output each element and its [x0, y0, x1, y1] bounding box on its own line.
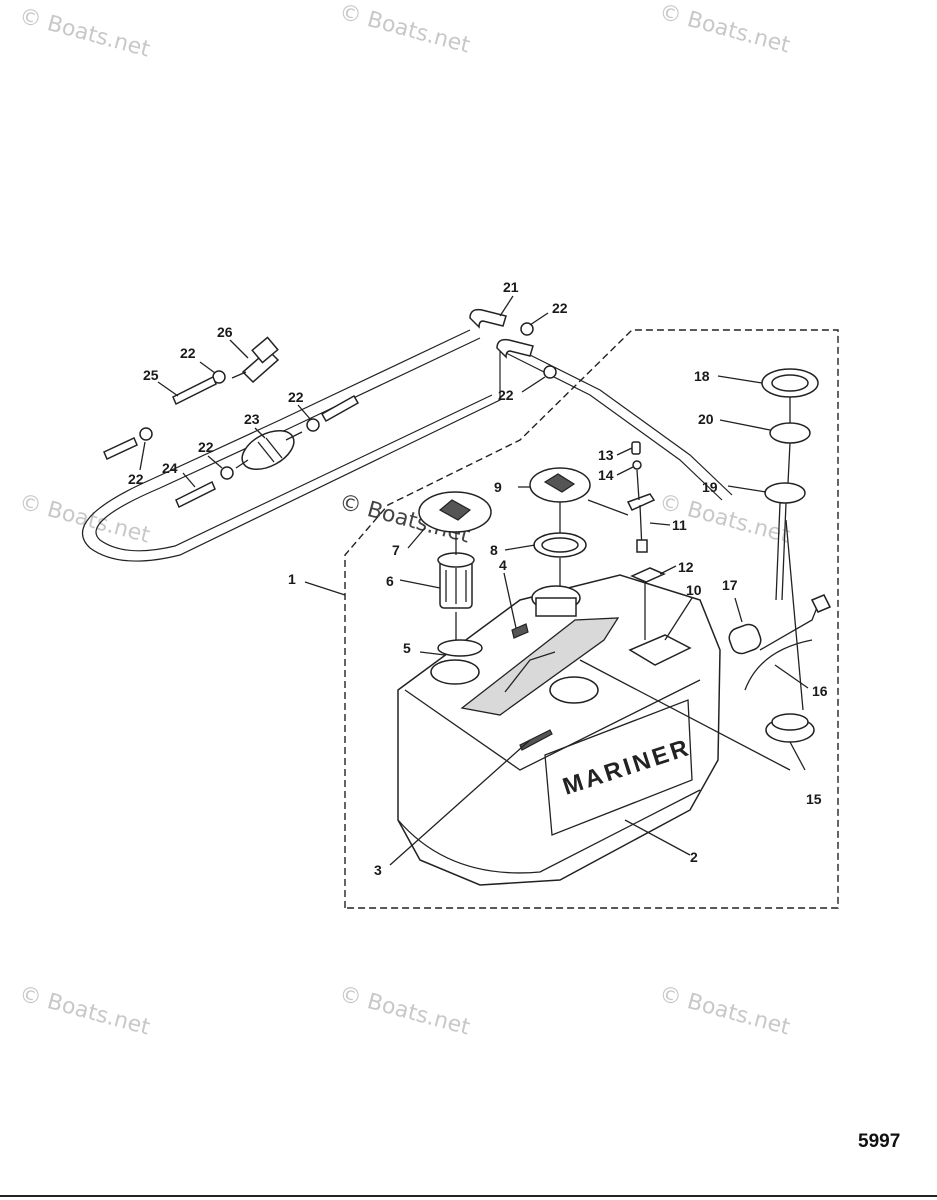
assembly-guide-lines	[455, 397, 791, 771]
part-20-gasket	[769, 422, 811, 444]
callout-22: 22	[180, 345, 196, 361]
callout-15: 15	[806, 791, 822, 807]
callout-3: 3	[374, 862, 382, 878]
watermark-text: © Boats.net	[336, 0, 472, 59]
part-7-cap	[418, 491, 492, 533]
part-6-strainer	[437, 552, 475, 609]
callout-7: 7	[392, 542, 400, 558]
tank-opening-center	[549, 676, 599, 704]
watermark-text: © Boats.net	[656, 0, 792, 59]
callouts: 1 2 3 4 5 6 7 8 9 10 11 12 13 14 15 16 1…	[128, 279, 828, 878]
callout-22: 22	[288, 389, 304, 405]
hose-clamps	[139, 322, 557, 480]
part-18-retainer-ring	[761, 368, 819, 398]
callout-10: 10	[686, 582, 702, 598]
callout-11: 11	[672, 517, 687, 533]
part-14-washer	[632, 460, 642, 470]
assembly-boundary	[344, 329, 839, 909]
watermark-text: © Boats.net	[16, 490, 152, 549]
callout-23: 23	[244, 411, 260, 427]
callout-24: 24	[162, 460, 178, 476]
part-8-gasket	[533, 532, 587, 558]
part-11-vent-screw	[626, 493, 656, 553]
callout-4: 4	[499, 557, 507, 573]
watermark-text: © Boats.net	[336, 982, 472, 1041]
part-26-connector	[231, 336, 280, 384]
leader-lines	[139, 295, 809, 866]
part-9-cap	[529, 467, 591, 503]
callout-8: 8	[490, 542, 498, 558]
callout-9: 9	[494, 479, 502, 495]
watermark-text: © Boats.net	[16, 982, 152, 1041]
hose-segment	[103, 436, 138, 461]
part-24-hose	[175, 480, 216, 509]
tank-opening-left	[430, 659, 480, 685]
callout-2: 2	[690, 849, 698, 865]
part-19-fuel-gauge	[764, 482, 806, 711]
callout-16: 16	[812, 683, 828, 699]
part-13-screw	[631, 441, 641, 455]
part-21-elbows	[469, 308, 534, 359]
figure-number: 5997	[858, 1131, 900, 1152]
part-5-gasket	[437, 639, 483, 657]
watermark-text: © Boats.net	[656, 982, 792, 1041]
part-4-vent	[511, 623, 529, 639]
callout-5: 5	[403, 640, 411, 656]
callout-14: 14	[598, 467, 614, 483]
part-17-float	[728, 594, 832, 691]
part-25-hose	[172, 375, 217, 406]
callout-12: 12	[678, 559, 694, 575]
part-10-plate	[628, 634, 692, 666]
callout-25: 25	[143, 367, 159, 383]
callout-13: 13	[598, 447, 614, 463]
callout-18: 18	[694, 368, 710, 384]
part-2-fuel-tank: MARINER	[397, 574, 721, 886]
hose-segment	[320, 394, 360, 423]
callout-22: 22	[198, 439, 214, 455]
part-12-gasket	[630, 567, 666, 583]
callout-22: 22	[128, 471, 144, 487]
callout-22: 22	[498, 387, 514, 403]
part-23-primer-bulb	[235, 429, 303, 471]
callout-26: 26	[217, 324, 233, 340]
callout-1: 1	[288, 571, 296, 587]
callout-19: 19	[702, 479, 718, 495]
callout-22: 22	[552, 300, 568, 316]
watermark-text: © Boats.net	[16, 4, 152, 63]
callout-20: 20	[698, 411, 714, 427]
callout-17: 17	[722, 577, 738, 593]
callout-6: 6	[386, 573, 394, 589]
callout-21: 21	[503, 279, 519, 295]
part-15-ring	[765, 713, 815, 743]
